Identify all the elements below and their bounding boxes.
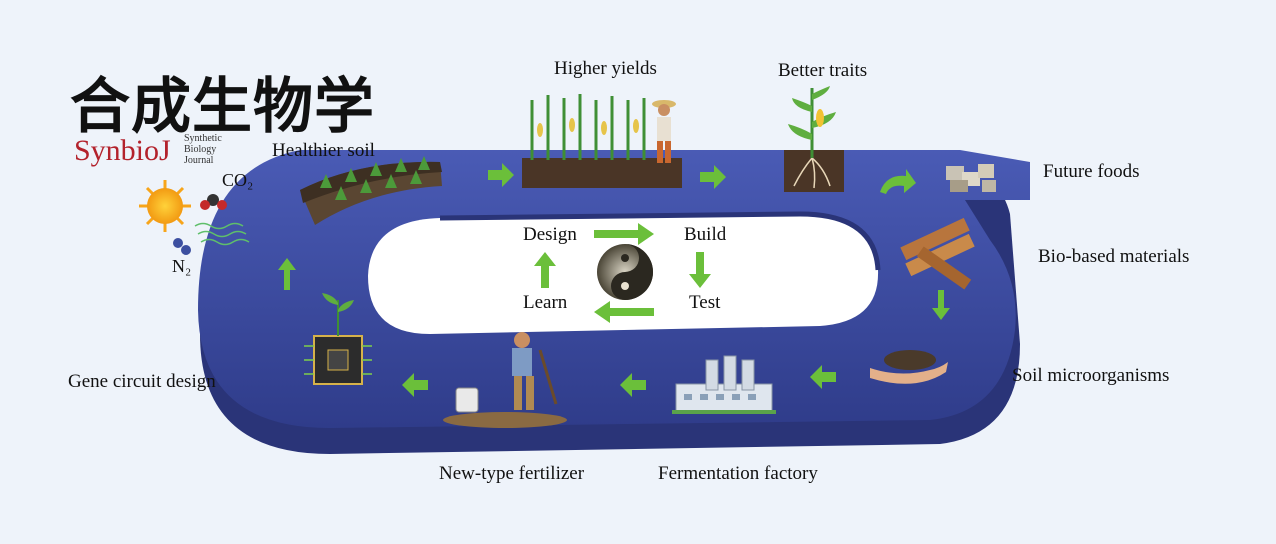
flow-arrow xyxy=(402,373,428,397)
future-foods-image xyxy=(946,164,996,192)
wood-planks-image xyxy=(900,217,975,290)
stage-bio-based-materials: Bio-based materials xyxy=(1038,246,1190,267)
factory-image xyxy=(672,355,776,414)
flow-arrow xyxy=(810,365,836,389)
n2-molecule-icon xyxy=(173,238,191,255)
soil-field-image xyxy=(300,156,442,225)
test-to-learn-arrow xyxy=(594,301,654,323)
flow-arrow xyxy=(932,290,950,320)
flow-arrow xyxy=(278,258,296,290)
journal-brand: SynbioJ xyxy=(74,134,171,167)
stage-higher-yields: Higher yields xyxy=(554,58,657,79)
dbtl-design: Design xyxy=(523,224,577,245)
stage-soil-microorganisms: Soil microorganisms xyxy=(1012,365,1170,386)
dbtl-arrows xyxy=(534,223,711,323)
hand-soil-image xyxy=(870,350,948,384)
sun-icon xyxy=(139,180,191,232)
learn-to-design-arrow xyxy=(534,252,556,288)
yin-yang-icon xyxy=(597,244,653,300)
dbtl-test: Test xyxy=(689,292,721,313)
corn-plant-image xyxy=(784,86,844,192)
flow-arrow xyxy=(488,163,514,187)
stage-gene-circuit-design: Gene circuit design xyxy=(68,371,216,392)
wind-icon xyxy=(194,222,250,246)
fertilizer-farmer-image xyxy=(443,332,567,428)
stage-new-type-fertilizer: New-type fertilizer xyxy=(439,463,585,484)
dbtl-build: Build xyxy=(684,224,727,245)
flow-arrow xyxy=(700,165,726,189)
subtitle-line: Journal xyxy=(184,155,214,166)
n2-label: N₂ xyxy=(172,256,192,276)
flow-arrow xyxy=(880,169,916,194)
subtitle-line: Biology xyxy=(184,144,217,155)
stage-better-traits: Better traits xyxy=(778,60,868,81)
stage-future-foods: Future foods xyxy=(1043,161,1140,182)
co2-label: CO₂ xyxy=(222,170,254,190)
dbtl-learn: Learn xyxy=(523,292,568,313)
crops-farmer-image xyxy=(522,94,682,188)
build-to-test-arrow xyxy=(689,252,711,288)
journal-chinese-title: 合成生物学 xyxy=(70,72,375,142)
stage-fermentation-factory: Fermentation factory xyxy=(658,463,818,484)
inner-rim xyxy=(439,211,881,271)
co2-molecule-icon xyxy=(200,194,227,210)
flow-arrows xyxy=(278,163,950,397)
gene-circuit-chip-image xyxy=(304,293,372,385)
subtitle-line: Synthetic xyxy=(184,133,222,144)
design-to-build-arrow xyxy=(594,223,654,245)
farmer-figure xyxy=(652,100,676,163)
journal-subtitle: Synthetic Biology Journal xyxy=(184,133,222,166)
stage-healthier-soil: Healthier soil xyxy=(272,140,375,161)
flow-arrow xyxy=(620,373,646,397)
